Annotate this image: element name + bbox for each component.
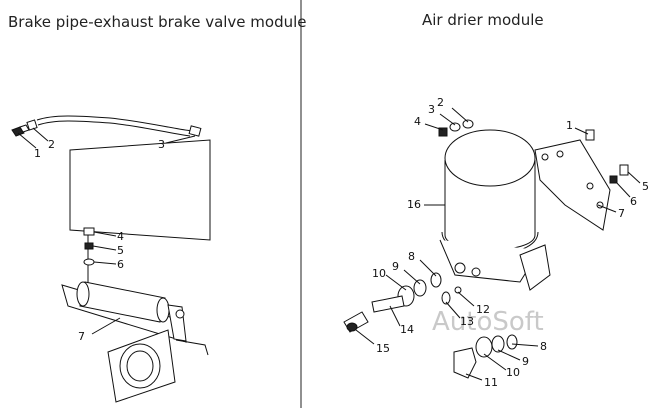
left-callout-3: 3 [158,138,165,151]
right-callout-5: 5 [642,180,649,193]
right-callout-9b: 9 [522,355,529,368]
brake-pipe-assembly [11,115,202,137]
right-module-title: Air drier module [422,11,544,29]
right-callout-8b: 8 [540,340,547,353]
right-callout-7: 7 [618,207,625,220]
right-callout-6: 6 [630,195,637,208]
left-callout-6: 6 [117,258,124,271]
valve-fittings [83,227,95,266]
right-callout-8: 8 [408,250,415,263]
outlet-fittings [343,272,518,379]
right-callout-12: 12 [476,303,490,316]
left-callout-7: 7 [78,330,85,343]
right-callout-16: 16 [407,198,421,211]
left-module-title: Brake pipe-exhaust brake valve module [8,13,307,31]
right-callout-13: 13 [460,315,474,328]
left-callout-1: 1 [34,147,41,160]
right-callout-11: 11 [484,376,498,389]
left-leader-lines [17,127,196,335]
right-callout-15: 15 [376,342,390,355]
right-callout-1: 1 [566,119,573,132]
right-callout-14: 14 [400,323,414,336]
right-callout-9: 9 [392,260,399,273]
right-callout-2: 2 [437,96,444,109]
right-callout-10: 10 [372,267,386,280]
watermark: AutoSoft [432,307,544,337]
right-callout-3: 3 [428,103,435,116]
right-callout-4: 4 [414,115,421,128]
right-leader-lines [355,107,641,381]
assembly-guide-lines [69,139,211,300]
right-callout-10b: 10 [506,366,520,379]
exhaust-brake-valve [61,281,209,403]
mounting-bracket [534,139,611,231]
air-drier-canister [439,129,551,291]
left-callout-4: 4 [117,230,124,243]
left-callout-2: 2 [48,138,55,151]
left-callout-5: 5 [117,244,124,257]
bracket-bolts [438,119,629,184]
